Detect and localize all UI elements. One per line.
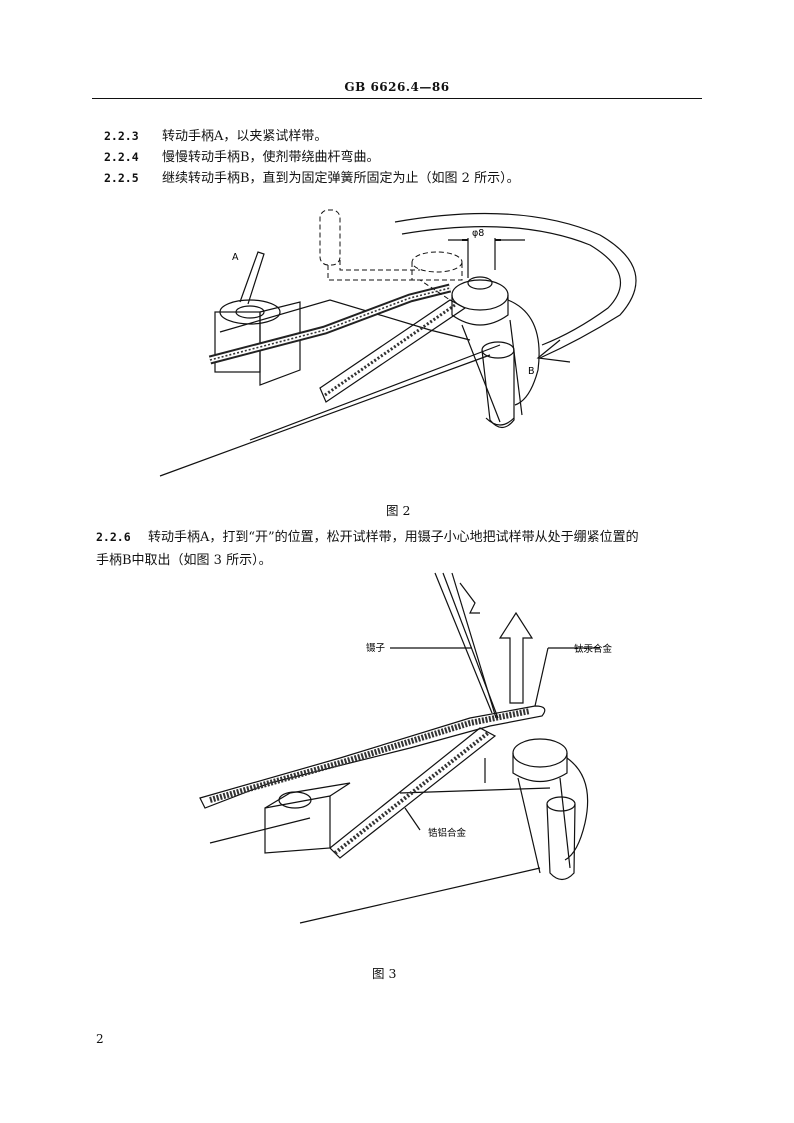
step-text-line1: 转动手柄A，打到“开”的位置，松开试样带，用镊子小心地把试样带从处于绷紧位置的	[148, 530, 639, 545]
step-2-2-3: 2.2.3 转动手柄A，以夹紧试样带。	[104, 125, 327, 144]
step-2-2-4: 2.2.4 慢慢转动手柄B，使剂带绕曲杆弯曲。	[104, 146, 380, 165]
step-number: 2.2.4	[104, 150, 139, 164]
step-text: 转动手柄A，以夹紧试样带。	[162, 129, 328, 144]
label-ti-hg-alloy: 钛汞合金	[574, 643, 613, 655]
header-rule	[92, 98, 702, 99]
page-number: 2	[96, 1032, 104, 1046]
step-number: 2.2.5	[104, 171, 139, 185]
figure-3-illustration: 镊子 钛汞合金 锆铝合金	[199, 572, 613, 924]
label-a: A	[232, 252, 239, 263]
step-2-2-6: 2.2.6 转动手柄A，打到“开”的位置，松开试样带，用镊子小心地把试样带从处于绷…	[96, 526, 639, 545]
label-zr-al-alloy: 锆铝合金	[428, 827, 467, 839]
label-b: B	[528, 366, 535, 377]
step-2-2-6-cont: 手柄B中取出（如图 3 所示）。	[96, 549, 272, 568]
label-diameter: φ8	[472, 228, 484, 239]
figure-2-illustration: A B φ8	[159, 209, 637, 477]
page-header: GB 6626.4—86	[344, 80, 450, 94]
step-text: 慢慢转动手柄B，使剂带绕曲杆弯曲。	[162, 150, 380, 165]
label-tweezers: 镊子	[366, 642, 386, 654]
step-text: 继续转动手柄B，直到为固定弹簧所固定为止（如图 2 所示）。	[162, 171, 520, 186]
step-number: 2.2.6	[96, 530, 131, 544]
step-2-2-5: 2.2.5 继续转动手柄B，直到为固定弹簧所固定为止（如图 2 所示）。	[104, 167, 520, 186]
step-number: 2.2.3	[104, 129, 139, 143]
step-text-line2: 手柄B中取出（如图 3 所示）。	[96, 553, 272, 568]
figure-2-caption: 图 2	[386, 503, 411, 518]
figure-3-caption: 图 3	[372, 966, 397, 981]
